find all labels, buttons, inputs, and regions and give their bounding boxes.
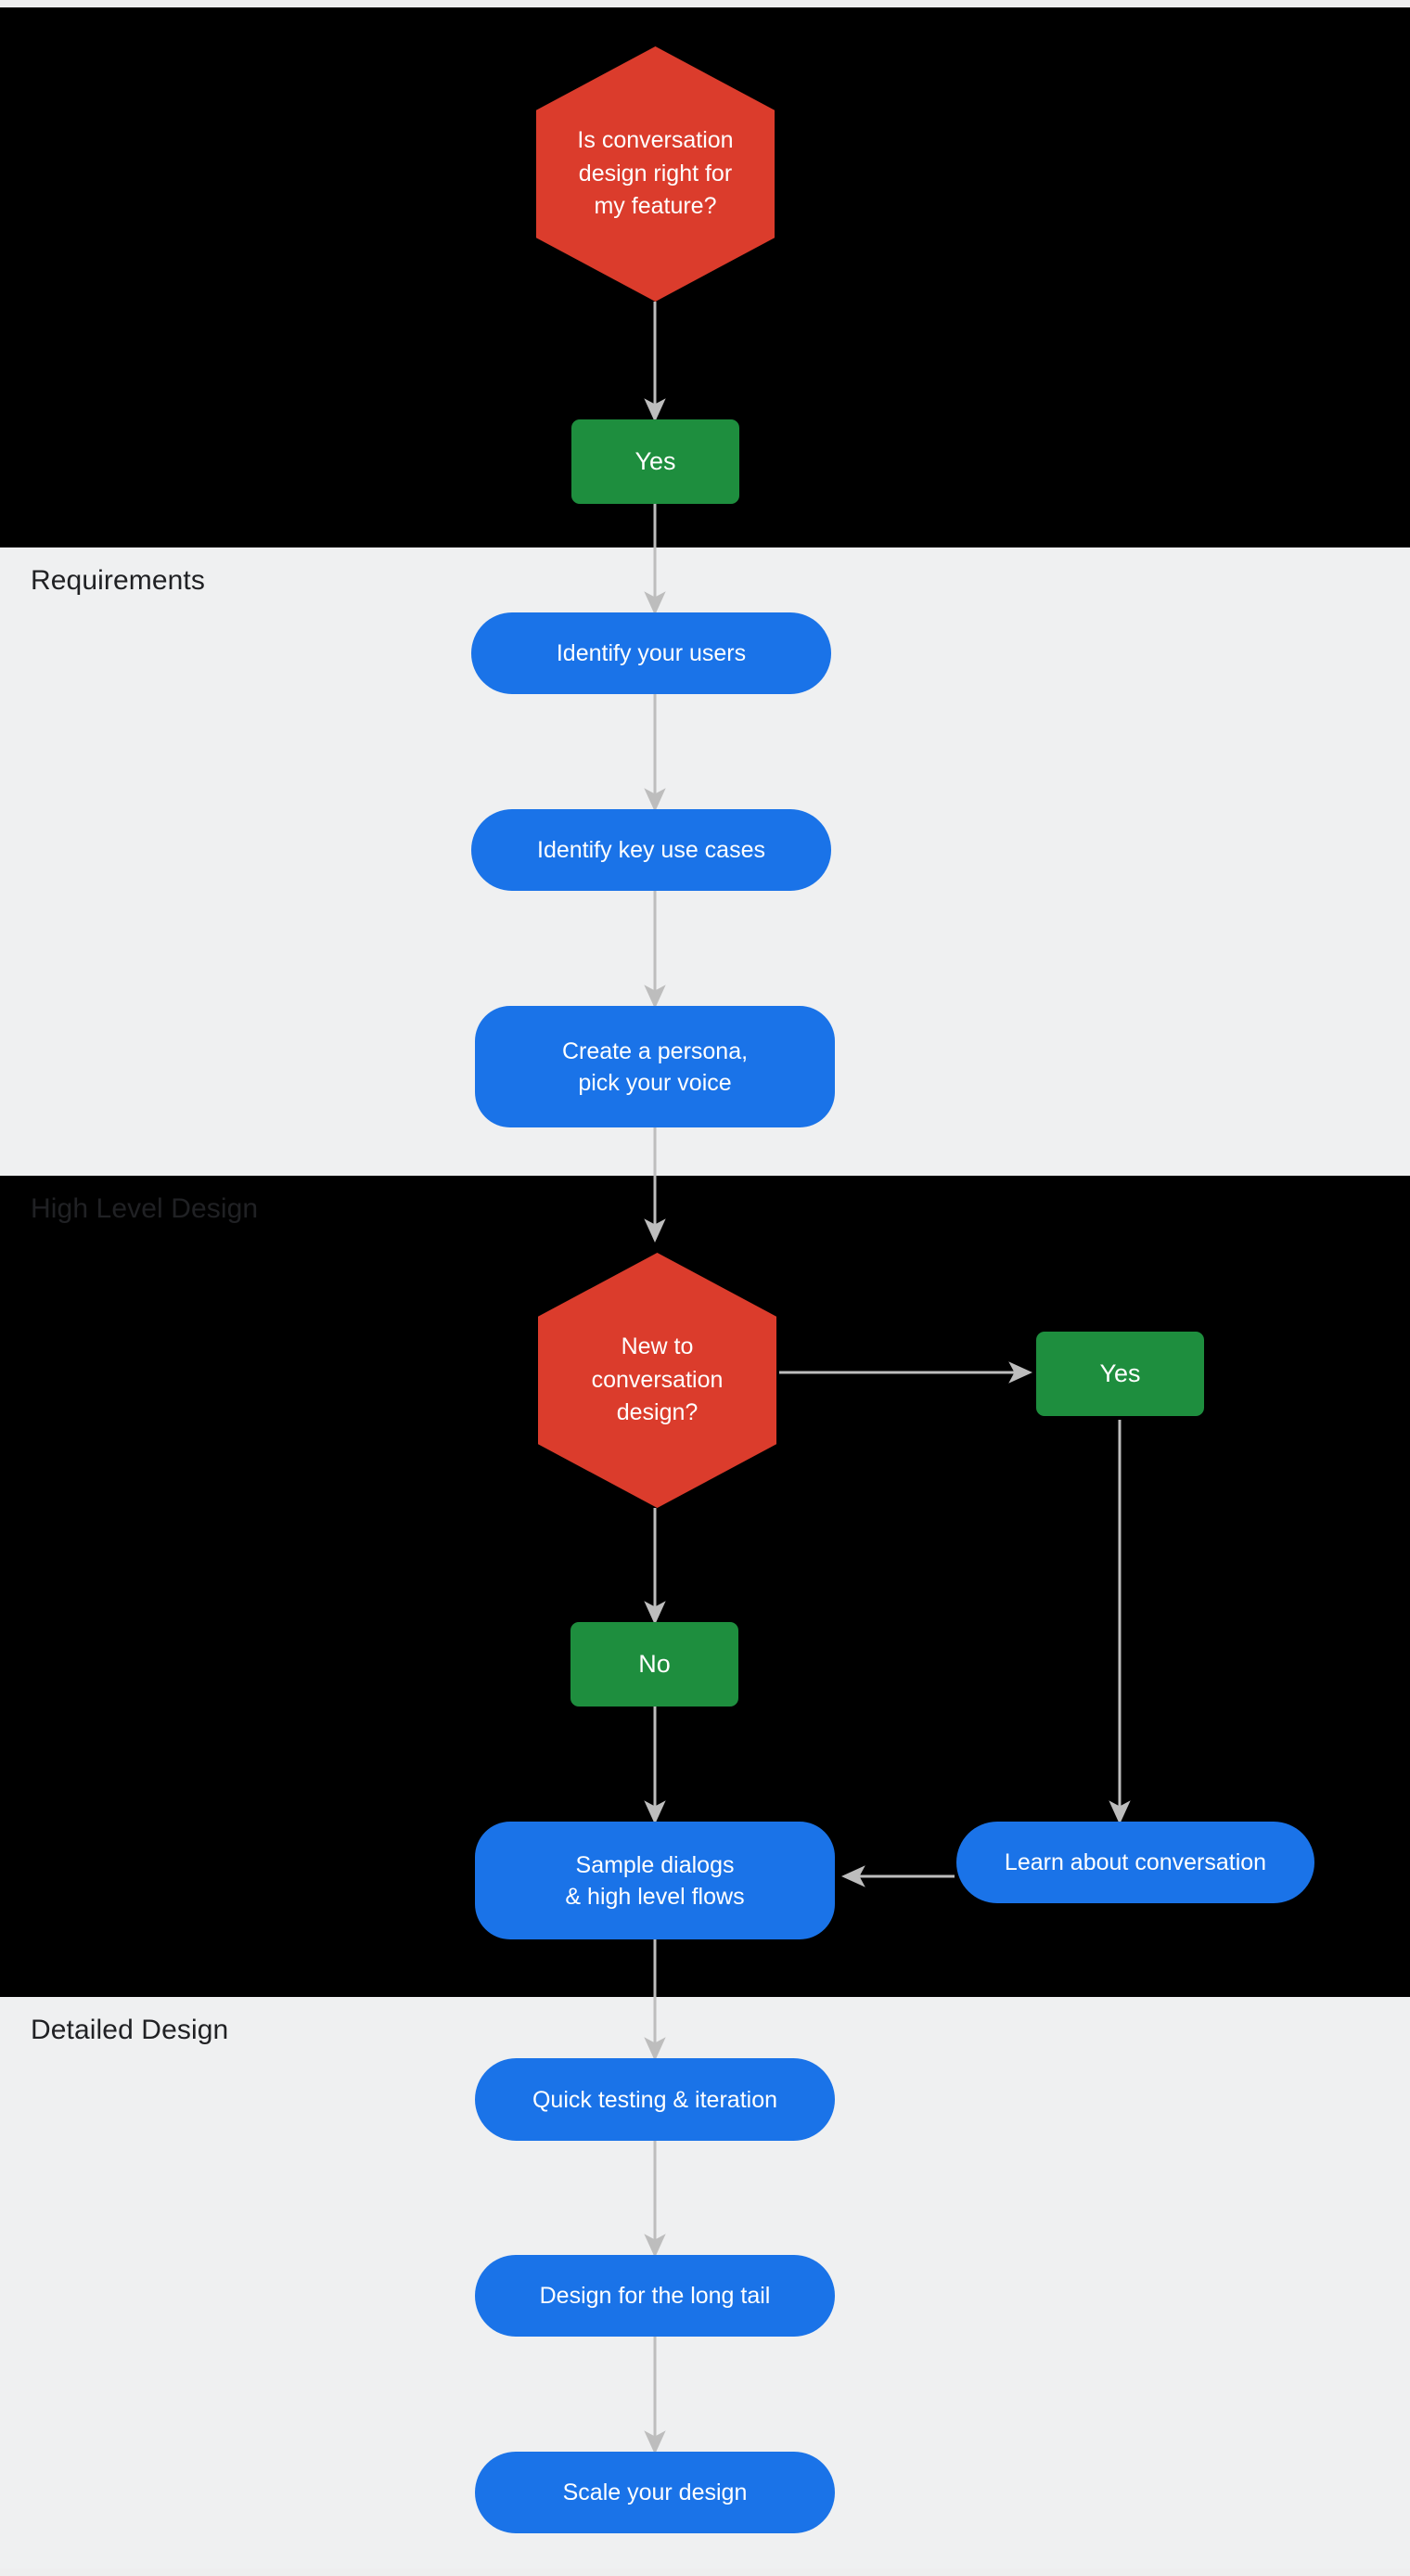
action-node-identify-key-use-cases[interactable]: Identify key use cases <box>471 809 831 891</box>
action-node-scale-your-design[interactable]: Scale your design <box>475 2452 835 2533</box>
action-node-label: Scale your design <box>562 2479 748 2505</box>
section-label-requirements: Requirements <box>31 565 205 596</box>
action-node-label: Sample dialogs& high level flows <box>565 1851 745 1910</box>
action-node-label: Learn about conversation <box>1004 1849 1267 1875</box>
action-node-quick-testing-iteration[interactable]: Quick testing & iteration <box>475 2058 835 2141</box>
answer-node-label: No <box>638 1650 671 1678</box>
action-node-label: Identify your users <box>556 640 747 666</box>
section-label-high-level-design: High Level Design <box>31 1193 259 1224</box>
action-node-identify-your-users[interactable]: Identify your users <box>471 612 831 694</box>
action-node-create-persona-pick-voice[interactable]: Create a persona,pick your voice <box>475 1006 835 1127</box>
action-node-learn-about-conversation[interactable]: Learn about conversation <box>956 1822 1314 1903</box>
answer-node-yes-2[interactable]: Yes <box>1036 1332 1204 1416</box>
section-label-detailed-design: Detailed Design <box>31 2015 229 2045</box>
action-node-label: Create a persona,pick your voice <box>561 1037 749 1096</box>
answer-node-label: Yes <box>1099 1359 1141 1387</box>
answer-node-no[interactable]: No <box>570 1622 738 1707</box>
action-node-design-for-long-tail[interactable]: Design for the long tail <box>475 2255 835 2337</box>
action-node-label: Identify key use cases <box>537 837 765 863</box>
action-node-label: Quick testing & iteration <box>532 2086 777 2113</box>
action-node-sample-dialogs-high-level-flows[interactable]: Sample dialogs& high level flows <box>475 1822 835 1939</box>
answer-node-yes-1[interactable]: Yes <box>571 419 739 504</box>
answer-node-label: Yes <box>634 447 676 475</box>
action-node-label: Design for the long tail <box>539 2283 771 2309</box>
